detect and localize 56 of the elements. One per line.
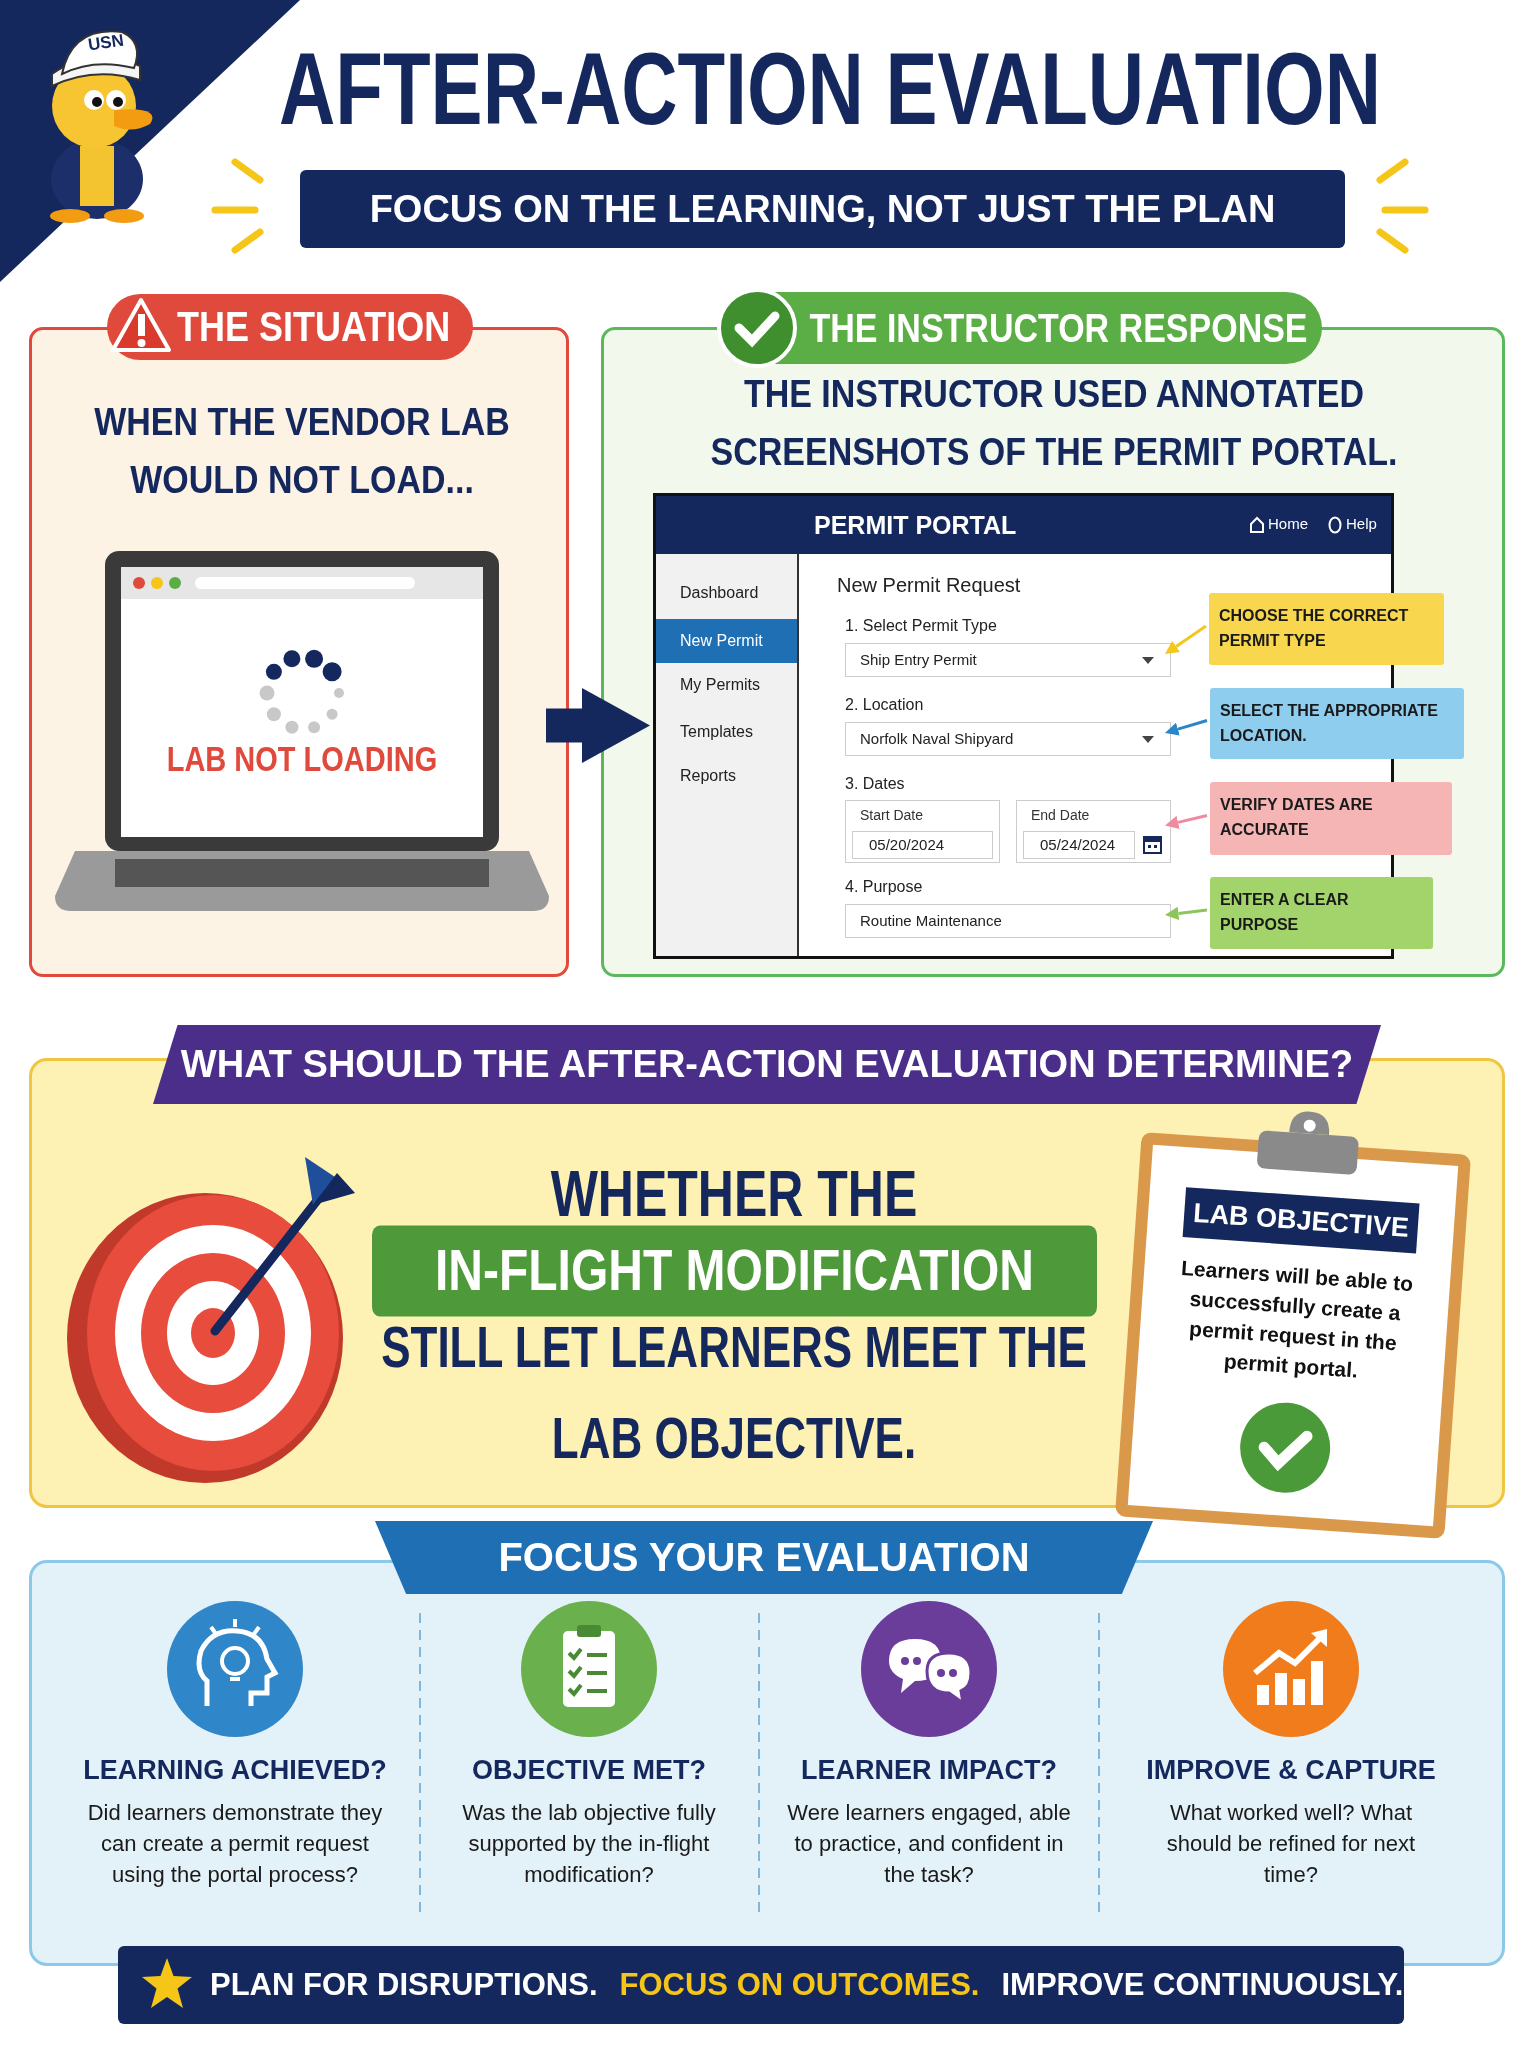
column-text: Was the lab objective fully supported by the in-flight modification? bbox=[461, 1799, 717, 1889]
column-text: Did learners demonstrate they can create a permit request using the portal process? bbox=[86, 1799, 384, 1889]
slogan-text: PLAN FOR DISRUPTIONS. bbox=[210, 1966, 598, 2004]
column-heading: LEARNER IMPACT? bbox=[800, 1755, 1058, 1786]
error-message: LAB NOT LOADING bbox=[165, 739, 439, 780]
heading-banner: WHAT SHOULD THE AFTER-ACTION EVALUATION DETERMINE? bbox=[153, 1025, 1381, 1104]
callout-label: ENTER A CLEAR PURPOSE bbox=[1210, 877, 1433, 949]
field-label: End Date bbox=[1031, 807, 1090, 823]
field-label: Start Date bbox=[860, 807, 924, 823]
field-label: 3. Dates bbox=[845, 775, 905, 793]
heading-text: THE SITUATION bbox=[177, 300, 452, 353]
portal-title: PERMIT PORTAL bbox=[814, 511, 1017, 540]
callout-label: VERIFY DATES ARE ACCURATE bbox=[1210, 782, 1452, 855]
date-field-group bbox=[1016, 800, 1171, 863]
column-text: Were learners engaged, able to practice, and confident in the task? bbox=[786, 1799, 1072, 1889]
field-label: 1. Select Permit Type bbox=[845, 617, 997, 635]
date-field: 05/20/2024 bbox=[852, 831, 993, 859]
nav-item: Templates bbox=[679, 723, 754, 741]
slogan-text: FOCUS ON OUTCOMES. bbox=[619, 1966, 980, 2004]
dropdown-field: Ship Entry Permit bbox=[845, 643, 1171, 677]
nav-item-active: New Permit bbox=[656, 619, 797, 663]
hat-text: USN bbox=[85, 29, 127, 57]
callout-label: SELECT THE APPROPRIATE LOCATION. bbox=[1210, 688, 1464, 759]
leader-arrow bbox=[1165, 906, 1208, 921]
leader-arrow bbox=[1164, 624, 1207, 654]
nav-item: Reports bbox=[679, 767, 738, 785]
column-heading: OBJECTIVE MET? bbox=[471, 1755, 707, 1786]
date-field: 05/24/2024 bbox=[1023, 831, 1135, 859]
leader-arrow bbox=[1164, 719, 1208, 736]
leader-arrow bbox=[1164, 814, 1208, 829]
column-text: What worked well? What should be refined for next time? bbox=[1165, 1799, 1417, 1889]
date-field-group bbox=[845, 800, 1000, 863]
subtitle-banner: FOCUS ON THE LEARNING, NOT JUST THE PLAN bbox=[300, 170, 1345, 248]
nav-link: Help bbox=[1346, 515, 1377, 532]
nav-item: My Permits bbox=[679, 676, 761, 694]
highlighted-text: IN-FLIGHT MODIFICATION bbox=[372, 1225, 1097, 1317]
question-text: STILL LET LEARNERS MEET THE LAB OBJECTIVE. bbox=[380, 1314, 1088, 1472]
field-label: 2. Location bbox=[845, 696, 924, 714]
nav-item: Dashboard bbox=[679, 584, 760, 602]
field-label: 4. Purpose bbox=[845, 878, 923, 896]
column-heading: IMPROVE & CAPTURE bbox=[1145, 1755, 1437, 1786]
slogan-text: IMPROVE CONTINUOUSLY. bbox=[1001, 1966, 1404, 2004]
form-heading: New Permit Request bbox=[837, 574, 1021, 597]
nav-link: Home bbox=[1268, 515, 1308, 532]
objective-text: Learners will be able to successfully create a permit request in the permit portal. bbox=[1179, 1255, 1415, 1384]
column-heading: LEARNING ACHIEVED? bbox=[82, 1755, 388, 1786]
body-text: WHEN THE VENDOR LAB WOULD NOT LOAD... bbox=[93, 398, 511, 503]
page-title: AFTER-ACTION EVALUATION bbox=[278, 30, 1382, 148]
block-arrow bbox=[546, 688, 650, 763]
heading-text: THE INSTRUCTOR RESPONSE bbox=[808, 304, 1309, 353]
dropdown-field: Norfolk Naval Shipyard bbox=[845, 722, 1171, 756]
callout-label: CHOOSE THE CORRECT PERMIT TYPE bbox=[1209, 593, 1444, 665]
heading-banner: FOCUS YOUR EVALUATION bbox=[375, 1521, 1153, 1594]
input-field: Routine Maintenance bbox=[845, 904, 1171, 938]
heading-banner: LAB OBJECTIVE bbox=[1182, 1187, 1420, 1254]
body-text: THE INSTRUCTOR USED ANNOTATED SCREENSHOTS OF THE PERMIT PORTAL. bbox=[709, 370, 1399, 475]
